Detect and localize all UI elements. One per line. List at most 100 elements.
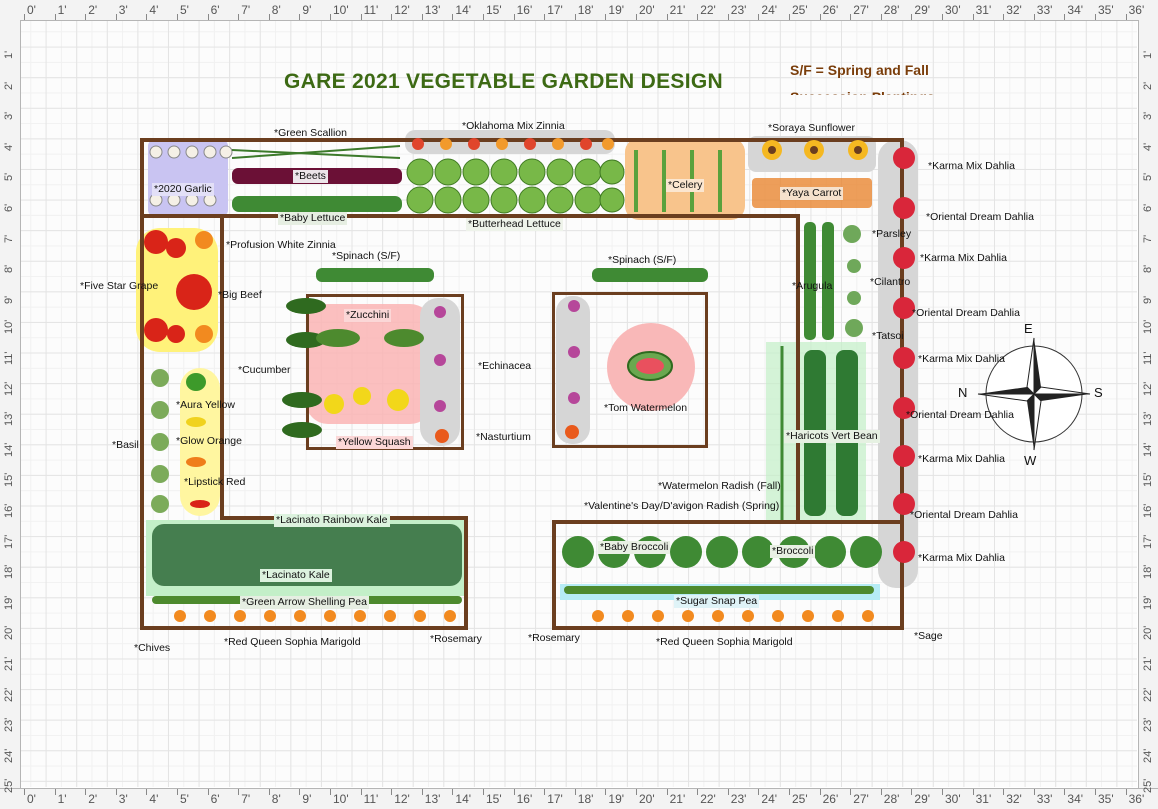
label-rosemary-1[interactable]: *Rosemary <box>430 633 482 645</box>
ruler-tick <box>360 789 362 795</box>
ruler-tick <box>666 14 668 20</box>
label-cucumber[interactable]: *Cucumber <box>238 364 291 376</box>
ruler-tick <box>911 14 913 20</box>
label-glow-orange[interactable]: *Glow Orange <box>176 435 242 447</box>
ruler-tick <box>330 789 331 795</box>
label-green-scallion[interactable]: *Green Scallion <box>274 127 347 139</box>
label-profusion-zinnia[interactable]: *Profusion White Zinnia <box>226 239 336 251</box>
ruler-label: 9' <box>302 3 312 17</box>
ruler-label: 31' <box>975 3 992 17</box>
ruler-label: 30' <box>945 792 961 806</box>
label-karma-dahlia-4[interactable]: *Karma Mix Dahlia <box>918 453 1005 465</box>
label-red-queen-marigold-2[interactable]: *Red Queen Sophia Marigold <box>656 636 793 648</box>
label-yellow-squash[interactable]: *Yellow Squash <box>336 436 413 449</box>
label-nasturtium[interactable]: *Nasturtium <box>476 431 531 443</box>
label-soraya-sunflower[interactable]: *Soraya Sunflower <box>768 122 855 134</box>
label-sugar-snap-pea[interactable]: *Sugar Snap Pea <box>674 595 760 608</box>
ruler-tick <box>880 789 882 795</box>
label-chives[interactable]: *Chives <box>134 642 171 654</box>
ruler-tick <box>789 14 790 20</box>
label-karma-dahlia-1[interactable]: *Karma Mix Dahlia <box>928 160 1015 172</box>
echinacea-zone <box>420 298 460 446</box>
label-spinach-2[interactable]: *Spinach (S/F) <box>608 254 677 266</box>
label-big-beef[interactable]: *Big Beef <box>218 289 262 301</box>
ruler-tick <box>727 789 729 795</box>
label-oklahoma-zinnia[interactable]: *Oklahoma Mix Zinnia <box>462 120 565 132</box>
succession-legend: S/F = Spring and Fall <box>790 62 929 78</box>
ruler-tick <box>636 789 637 795</box>
marigold-icons <box>174 610 874 622</box>
ruler-label: 35' <box>1098 3 1114 17</box>
ruler-label: 5' <box>180 3 189 17</box>
label-lacinato-rainbow-kale[interactable]: *Lacinato Rainbow Kale <box>274 514 390 527</box>
ruler-label: 29' <box>914 792 931 806</box>
label-oriental-dahlia-2[interactable]: *Oriental Dream Dahlia <box>912 307 1020 319</box>
ruler-tick <box>513 789 515 795</box>
ruler-tick <box>85 789 87 795</box>
label-aura-yellow[interactable]: *Aura Yellow <box>176 399 235 411</box>
ruler-tick <box>1095 789 1096 795</box>
ruler-label: 1' <box>57 3 67 17</box>
ruler-label: 15' <box>486 792 502 806</box>
label-spinach-1[interactable]: *Spinach (S/F) <box>332 250 401 262</box>
ruler-tick <box>146 14 148 20</box>
ruler-tick <box>483 14 484 20</box>
celery-icons <box>634 150 722 212</box>
ruler-tick <box>24 14 25 20</box>
ruler-tick <box>758 789 760 795</box>
ruler-tick <box>1095 14 1096 20</box>
label-parsley[interactable]: *Parsley <box>872 228 912 240</box>
label-echinacea[interactable]: *Echinacea <box>478 360 532 372</box>
label-karma-dahlia-5[interactable]: *Karma Mix Dahlia <box>918 552 1005 564</box>
label-broccoli[interactable]: *Broccoli <box>770 545 816 558</box>
label-tatsoi[interactable]: *Tatsoi <box>872 330 904 342</box>
ruler-label: 24' <box>761 792 778 806</box>
ruler-tick <box>972 789 974 795</box>
label-zucchini[interactable]: *Zucchini <box>344 309 392 322</box>
ruler-tick <box>850 14 852 20</box>
label-oriental-dahlia-4[interactable]: *Oriental Dream Dahlia <box>910 509 1018 521</box>
label-basil[interactable]: *Basil <box>112 439 139 451</box>
label-haricots[interactable]: *Haricots Vert Bean <box>784 430 880 443</box>
label-lacinato-kale[interactable]: *Lacinato Kale <box>260 569 332 582</box>
label-sage[interactable]: *Sage <box>914 630 943 642</box>
label-oriental-dahlia-1[interactable]: *Oriental Dream Dahlia <box>926 211 1034 223</box>
label-tom-watermelon[interactable]: *Tom Watermelon <box>604 402 688 414</box>
ruler-label: 23' <box>730 792 747 806</box>
ruler-label: 35' <box>1098 792 1114 806</box>
ruler-label: 6' <box>210 3 220 17</box>
label-karma-dahlia-3[interactable]: *Karma Mix Dahlia <box>918 353 1005 365</box>
label-five-star-grape[interactable]: *Five Star Grape <box>80 280 159 292</box>
label-valentines-radish[interactable]: *Valentine's Day/D'avigon Radish (Spring… <box>584 500 780 512</box>
label-lipstick-red[interactable]: *Lipstick Red <box>184 476 246 488</box>
label-watermelon-radish[interactable]: *Watermelon Radish (Fall) <box>658 480 781 492</box>
label-cilantro[interactable]: *Cilantro <box>870 276 911 288</box>
ruler-tick <box>574 14 576 20</box>
ruler-label: 20' <box>639 792 655 806</box>
label-green-arrow-pea[interactable]: *Green Arrow Shelling Pea <box>240 596 369 609</box>
ruler-tick <box>1064 14 1066 20</box>
ruler-tick <box>727 14 729 20</box>
right-ruler: 1'2'3'4'5'6'7'8'9'10'11'12'13'14'15'16'1… <box>1138 20 1158 793</box>
label-yaya-carrot[interactable]: *Yaya Carrot <box>780 187 844 200</box>
ruler-label: 3' <box>118 792 128 806</box>
label-baby-broccoli[interactable]: *Baby Broccoli <box>598 541 671 554</box>
ruler-label: 12' <box>394 792 410 806</box>
label-garlic[interactable]: *2020 Garlic <box>152 183 214 196</box>
ruler-label: 12' <box>394 3 410 17</box>
label-arugula[interactable]: *Arugula <box>792 280 833 292</box>
label-rosemary-2[interactable]: *Rosemary <box>528 632 580 644</box>
label-celery[interactable]: *Celery <box>666 179 705 192</box>
label-beets[interactable]: *Beets <box>293 170 328 183</box>
ruler-label: 10' <box>333 792 349 806</box>
label-baby-lettuce[interactable]: *Baby Lettuce <box>278 212 348 225</box>
ruler-tick <box>238 14 240 20</box>
label-red-queen-marigold-1[interactable]: *Red Queen Sophia Marigold <box>224 636 361 648</box>
ruler-label: 17' <box>547 792 563 806</box>
label-oriental-dahlia-3[interactable]: *Oriental Dream Dahlia <box>906 409 1014 421</box>
ruler-label: 6' <box>210 792 220 806</box>
label-butterhead-lettuce[interactable]: *Butterhead Lettuce <box>466 218 563 231</box>
label-karma-dahlia-2[interactable]: *Karma Mix Dahlia <box>920 252 1007 264</box>
butterhead-icons <box>406 158 625 214</box>
ruler-tick <box>299 789 301 795</box>
